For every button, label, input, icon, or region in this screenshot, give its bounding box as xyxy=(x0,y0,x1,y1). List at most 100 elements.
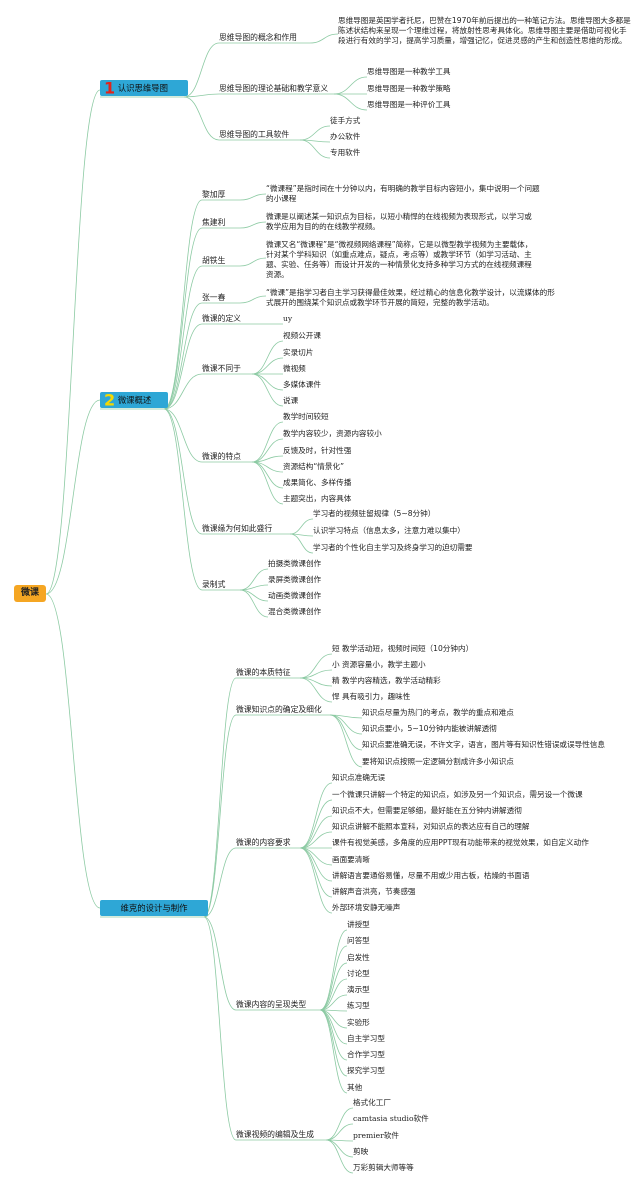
sec-video-editing[interactable]: 微课视频的编辑及生成 xyxy=(236,1130,314,1139)
connector-line xyxy=(163,373,203,410)
connector-line xyxy=(251,455,284,463)
sec-features[interactable]: 微课的特点 xyxy=(202,452,241,461)
branch-label: 微课概述 xyxy=(117,395,152,405)
leaf-text: 知识点要准确无误，不许文字，语言，图片等有知识性错误或误导性信息 xyxy=(362,740,605,749)
connector-line xyxy=(203,916,237,1011)
leaf-text: camtasia studio软件 xyxy=(353,1114,429,1123)
leaf-text: 思维导图是一种教学工具 xyxy=(367,67,451,76)
connector-line xyxy=(325,1139,354,1158)
leaf-text: 成果简化、多样传播 xyxy=(283,478,352,487)
connector-line xyxy=(183,42,220,98)
sec-recording[interactable]: 录制式 xyxy=(202,580,226,589)
sec-theory[interactable]: 思维导图的理论基础和教学意义 xyxy=(219,84,329,93)
connector-line xyxy=(239,589,269,618)
leaf-text: “微课程”是指时间在十分钟以内，有明确的教学目标内容短小，集中说明一个问题的小课… xyxy=(266,184,540,203)
connector-line xyxy=(239,257,267,267)
connector-line xyxy=(239,584,269,591)
leaf-text: 主题突出，内容具体 xyxy=(283,494,352,503)
leaf-text: 知识点讲解不能照本宣科，对知识点的表达应有自己的理解 xyxy=(332,822,530,831)
connector-line xyxy=(163,408,203,535)
branch-number-2: 2 xyxy=(104,390,116,410)
sec-hutiesheng[interactable]: 胡铁生 xyxy=(202,256,226,265)
leaf-text: 剪映 xyxy=(353,1147,369,1156)
leaf-text: 合作学习型 xyxy=(347,1050,385,1059)
leaf-text: 课件有视觉美感，多角度的应用PPT现有功能带来的视觉效果，如自定义动作 xyxy=(332,838,589,847)
connector-line xyxy=(163,408,203,591)
connector-line xyxy=(203,714,237,918)
connector-line xyxy=(251,357,284,375)
leaf-text: 说课 xyxy=(283,396,299,405)
leaf-text: 学习者的个性化自主学习及终身学习的迫切需要 xyxy=(313,543,473,552)
leaf-text: 混合类微课创作 xyxy=(268,607,322,616)
sec-different[interactable]: 微课不同于 xyxy=(202,364,241,373)
leaf-text: 徒手方式 xyxy=(330,116,361,125)
leaf-text: 外部环境安静无噪声 xyxy=(332,903,401,912)
leaf-text: 探究学习型 xyxy=(347,1066,385,1075)
connector-line xyxy=(325,1107,354,1141)
leaf-text: 讲解语言要通俗易懂，尽量不用或少用古板，枯燥的书面语 xyxy=(332,871,530,880)
leaf-text: 思维导图是一种评价工具 xyxy=(367,100,451,109)
sec-zhangyichun[interactable]: 张一春 xyxy=(202,293,226,302)
branch-microlesson-overview[interactable]: 2 微课概述 xyxy=(100,392,168,408)
leaf-text: 练习型 xyxy=(347,1001,370,1010)
connector-line xyxy=(329,714,363,751)
leaf-text: “微课”是指学习者自主学习获得最佳效果，经过精心的信息化教学设计，以流媒体的形式… xyxy=(266,288,555,307)
sec-jiaojianli[interactable]: 焦建利 xyxy=(202,218,226,227)
leaf-text: 问答型 xyxy=(347,936,370,945)
sec-concept[interactable]: 思维导图的概念和作用 xyxy=(219,33,297,42)
connector-line xyxy=(325,1139,354,1174)
sec-tools[interactable]: 思维导图的工具软件 xyxy=(219,130,290,139)
connector-line xyxy=(163,302,203,410)
connector-line xyxy=(299,677,333,703)
connector-line xyxy=(183,96,220,141)
leaf-text: 要将知识点按照一定逻辑分割成许多小知识点 xyxy=(362,757,514,766)
connector-line xyxy=(251,340,284,375)
leaf-text: 启发性 xyxy=(347,953,370,962)
connector-line xyxy=(239,568,269,591)
connector-line xyxy=(319,962,348,1011)
connector-line xyxy=(163,227,203,410)
connector-line xyxy=(299,125,331,141)
connector-line xyxy=(319,929,348,1011)
connector-line xyxy=(163,408,203,463)
connector-line xyxy=(299,799,333,849)
branch-know-mindmap[interactable]: 1 认识思维导图 xyxy=(100,80,188,96)
connector-line xyxy=(299,815,333,849)
connector-line xyxy=(299,847,333,898)
leaf-text: 小 资源容量小，教学主题小 xyxy=(332,660,426,669)
branch-design-production[interactable]: 维克的设计与制作 xyxy=(100,900,208,916)
sec-why-popular[interactable]: 微课缘为何如此盛行 xyxy=(202,524,273,533)
leaf-text: 微视频 xyxy=(283,364,306,373)
sec-presentation-types[interactable]: 微课内容的呈现类型 xyxy=(236,1000,307,1009)
connector-line xyxy=(163,265,203,410)
connector-line xyxy=(299,831,333,849)
leaf-text: 万彩剪辑大师等等 xyxy=(353,1163,414,1172)
leaf-text: uy xyxy=(283,314,293,323)
connector-line xyxy=(329,714,363,768)
branch-number-1: 1 xyxy=(104,78,116,98)
sec-knowledge-point[interactable]: 微课知识点的确定及细化 xyxy=(236,705,322,714)
leaf-text: 知识点不大，但需要足够细，最好能在五分钟内讲解透彻 xyxy=(332,806,522,815)
connector-line xyxy=(163,323,203,410)
leaf-text: 学习者的视频驻留规律（5~8分钟） xyxy=(313,509,436,518)
connector-line xyxy=(333,76,368,95)
connector-line xyxy=(239,193,267,201)
connector-line xyxy=(239,589,269,602)
root-node[interactable]: 微课 xyxy=(14,585,46,602)
leaf-text: 微课是以阐述某一知识点为目标，以短小精悍的在线视频为表现形式，以学习或教学应用为… xyxy=(266,212,532,231)
connector-line xyxy=(299,139,331,159)
leaf-text: 知识点要小，5~10分钟内能被讲解透彻 xyxy=(362,724,497,733)
leaf-text: 格式化工厂 xyxy=(353,1098,391,1107)
sec-definition[interactable]: 微课的定义 xyxy=(202,314,241,323)
leaf-text: 实录切片 xyxy=(283,348,314,357)
connector-line xyxy=(163,199,203,410)
sec-content-req[interactable]: 微课的内容要求 xyxy=(236,838,291,847)
leaf-text: 专用软件 xyxy=(330,148,361,157)
connector-line xyxy=(289,533,314,554)
leaf-text: 认识学习特点（信息太多，注意力难以集中） xyxy=(313,526,465,535)
leaf-text: 自主学习型 xyxy=(347,1034,385,1043)
sec-essence[interactable]: 微课的本质特征 xyxy=(236,668,291,677)
sec-lijiahou[interactable]: 黎加厚 xyxy=(202,190,226,199)
leaf-text: 录屏类微课创作 xyxy=(268,575,322,584)
